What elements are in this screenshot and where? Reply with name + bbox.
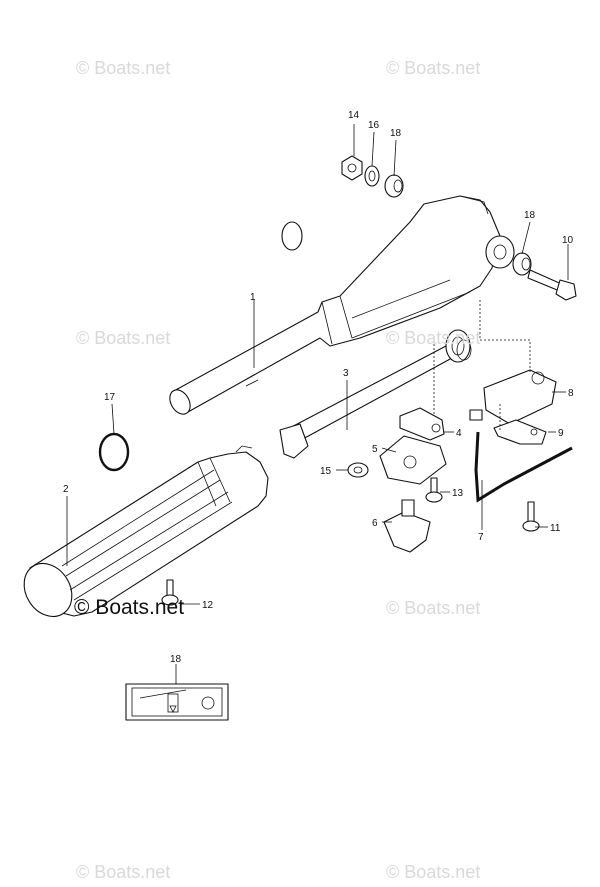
callout-1[interactable]: 1 bbox=[250, 292, 256, 303]
part-3-throttle-shaft[interactable] bbox=[279, 329, 472, 459]
callout-9[interactable]: 9 bbox=[558, 428, 564, 439]
part-15-washer[interactable] bbox=[347, 462, 369, 478]
part-18-collar-right[interactable] bbox=[512, 252, 532, 276]
callout-13[interactable]: 13 bbox=[452, 488, 464, 499]
part-10-bolt[interactable] bbox=[527, 269, 577, 301]
part-6-stopper[interactable] bbox=[383, 499, 431, 553]
watermark-top-left: © Boats.net bbox=[76, 58, 171, 78]
watermark-mid-right: © Boats.net bbox=[386, 328, 481, 348]
callout-17[interactable]: 17 bbox=[104, 392, 116, 403]
callout-3[interactable]: 3 bbox=[343, 368, 349, 379]
callout-labels: 14 16 18 18 10 1 3 17 2 12 5 6 15 13 4 9… bbox=[63, 110, 574, 665]
part-5-bracket[interactable] bbox=[379, 435, 447, 485]
part-7-cable[interactable] bbox=[469, 409, 573, 503]
callout-5[interactable]: 5 bbox=[372, 444, 378, 455]
part-11-screw[interactable] bbox=[522, 501, 540, 532]
part-16-washer[interactable] bbox=[364, 165, 380, 187]
part-19-label[interactable] bbox=[125, 683, 229, 721]
leader-lines bbox=[66, 124, 569, 684]
watermark-top-right: © Boats.net bbox=[386, 58, 481, 78]
watermark-bottom-left: © Boats.net bbox=[76, 862, 171, 882]
callout-2[interactable]: 2 bbox=[63, 484, 69, 495]
callout-6[interactable]: 6 bbox=[372, 518, 378, 529]
part-12-screw[interactable] bbox=[161, 579, 179, 606]
part-9-plate[interactable] bbox=[493, 419, 547, 445]
part-1-tiller-arm[interactable] bbox=[166, 195, 515, 418]
callout-14[interactable]: 14 bbox=[348, 110, 360, 121]
watermark-bottom-right: © Boats.net bbox=[386, 862, 481, 882]
part-2-grip[interactable] bbox=[15, 445, 269, 625]
part-14-nut[interactable] bbox=[341, 155, 363, 181]
callout-16[interactable]: 16 bbox=[368, 120, 380, 131]
callout-18-right[interactable]: 18 bbox=[524, 210, 536, 221]
watermark-main: © Boats.net bbox=[74, 596, 185, 619]
part-17-o-ring[interactable] bbox=[98, 432, 130, 472]
part-13-screw[interactable] bbox=[425, 477, 443, 503]
callout-7[interactable]: 7 bbox=[478, 532, 484, 543]
callout-12[interactable]: 12 bbox=[202, 600, 214, 611]
callout-4[interactable]: 4 bbox=[456, 428, 462, 439]
callout-11[interactable]: 11 bbox=[550, 523, 561, 534]
part-8-block[interactable] bbox=[483, 369, 557, 425]
callout-15[interactable]: 15 bbox=[320, 466, 332, 477]
callout-18-upper[interactable]: 18 bbox=[390, 128, 402, 139]
part-18-collar-upper[interactable] bbox=[384, 174, 404, 198]
watermark-lower-right: © Boats.net bbox=[386, 598, 481, 618]
callout-19[interactable]: 18 bbox=[170, 654, 182, 665]
callout-10[interactable]: 10 bbox=[562, 235, 574, 246]
callout-8[interactable]: 8 bbox=[568, 388, 574, 399]
part-4-plate[interactable] bbox=[399, 407, 445, 441]
watermark-mid-left: © Boats.net bbox=[76, 328, 171, 348]
